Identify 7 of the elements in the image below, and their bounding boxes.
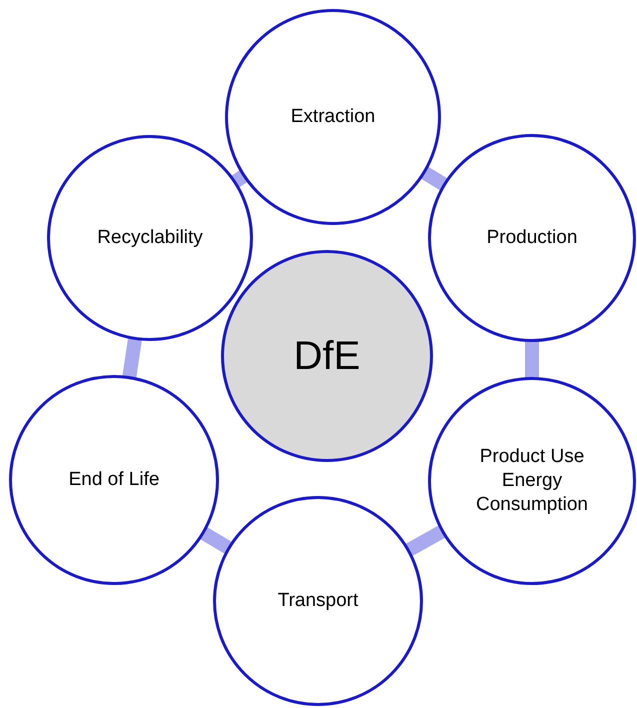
stage-label: Recyclability <box>96 226 204 250</box>
stage-label: Extraction <box>290 105 376 129</box>
center-title: DfE <box>292 333 362 380</box>
stage-label: End of Life <box>68 468 160 492</box>
stage-label: Transport <box>276 589 360 613</box>
stage-label: Product Use Energy Consumption <box>475 445 589 517</box>
stage-label: Production <box>486 226 578 250</box>
